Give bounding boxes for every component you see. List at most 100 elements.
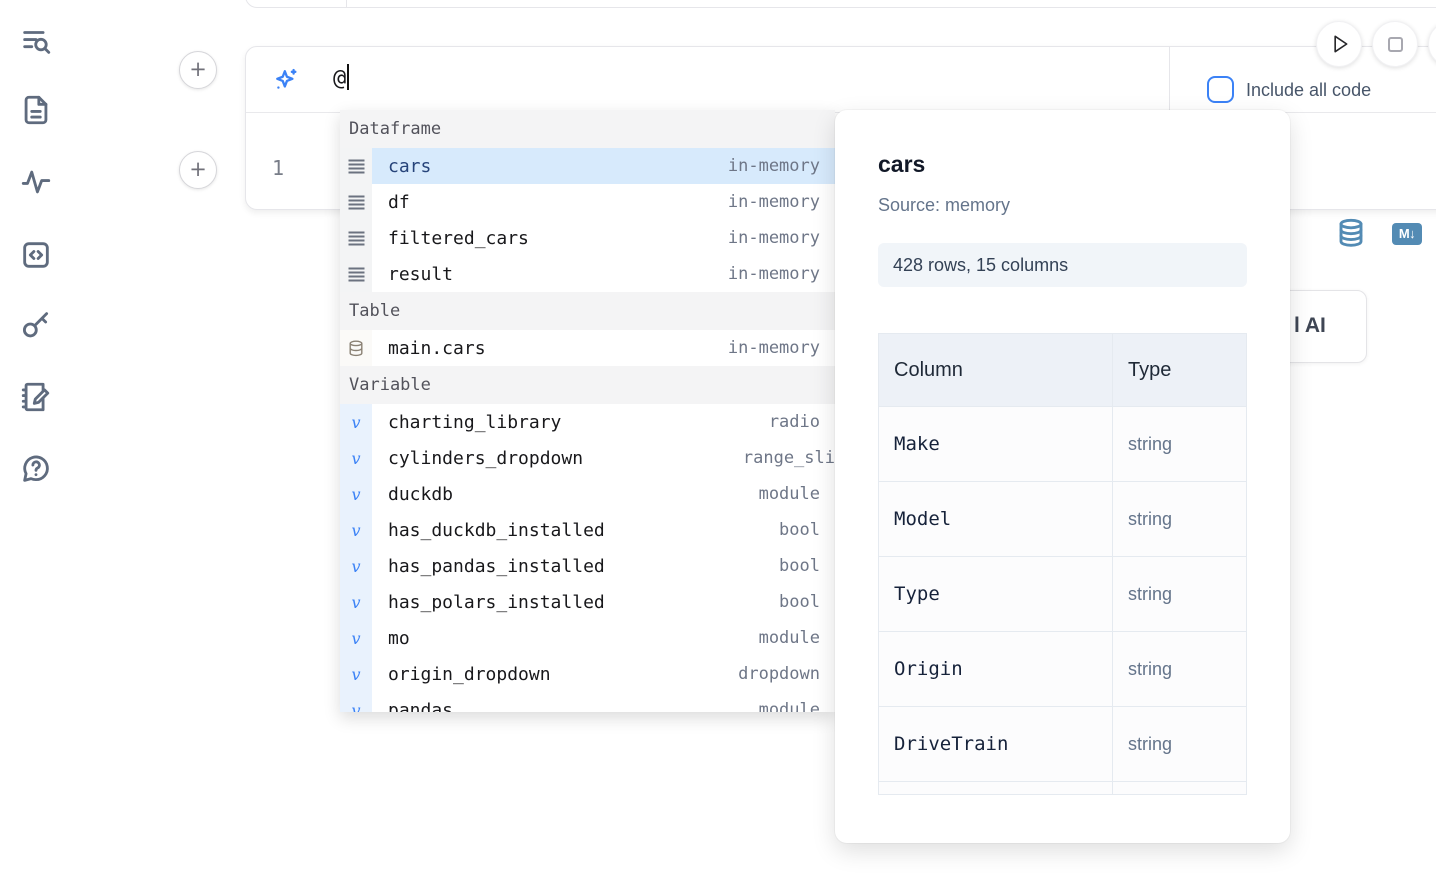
autocomplete-item-origin_dropdown[interactable]: v origin_dropdown dropdown bbox=[340, 656, 835, 692]
autocomplete-item-df[interactable]: df in-memory bbox=[340, 184, 835, 220]
autocomplete-item-main.cars[interactable]: main.cars in-memory bbox=[340, 330, 835, 366]
text-caret bbox=[347, 64, 350, 90]
variable-icon: v bbox=[351, 700, 361, 713]
variable-icon: v bbox=[351, 556, 361, 576]
column-cell: Type bbox=[879, 557, 1113, 631]
stop-icon bbox=[1387, 36, 1403, 52]
type-cell: Type bbox=[1128, 358, 1172, 381]
preview-title: cars bbox=[878, 151, 926, 177]
item-type: bool bbox=[779, 556, 820, 576]
item-type: in-memory bbox=[727, 192, 820, 212]
item-type: module bbox=[758, 628, 820, 648]
autocomplete-section-variable: Variable bbox=[340, 366, 835, 404]
play-icon bbox=[1334, 35, 1348, 53]
variable-icon: v bbox=[351, 520, 361, 540]
previous-cell-divider bbox=[346, 0, 347, 7]
autocomplete-item-has_pandas_installed[interactable]: v has_pandas_installed bool bbox=[340, 548, 835, 584]
item-name: has_duckdb_installed bbox=[388, 519, 605, 541]
item-name: charting_library bbox=[388, 411, 562, 433]
dataframe-icon bbox=[340, 220, 372, 256]
run-cell-button[interactable] bbox=[1316, 21, 1362, 67]
type-cell: string bbox=[1128, 508, 1173, 529]
column-cell: DriveTrain bbox=[879, 707, 1113, 781]
activity-icon[interactable] bbox=[17, 163, 55, 201]
prompt-divider bbox=[1169, 47, 1170, 113]
column-cell bbox=[879, 782, 1113, 794]
table-icon bbox=[340, 330, 372, 366]
item-name: origin_dropdown bbox=[388, 663, 551, 685]
variable-icon: v bbox=[340, 584, 372, 620]
autocomplete-section-table: Table bbox=[340, 292, 835, 330]
autocomplete-item-charting_library[interactable]: v charting_library radio bbox=[340, 404, 835, 440]
item-type: in-memory bbox=[727, 264, 820, 284]
item-type: dropdown bbox=[738, 664, 820, 684]
variable-icon: v bbox=[351, 484, 361, 504]
column-cell: Model bbox=[879, 482, 1113, 556]
stop-cell-button[interactable] bbox=[1372, 21, 1418, 67]
item-type: bool bbox=[779, 520, 820, 540]
help-icon[interactable] bbox=[17, 450, 55, 488]
variable-icon: v bbox=[340, 512, 372, 548]
item-name: pandas bbox=[388, 699, 454, 713]
datasource-icon[interactable] bbox=[1336, 217, 1366, 256]
variable-icon: v bbox=[351, 448, 361, 468]
autocomplete-item-mo[interactable]: v mo module bbox=[340, 620, 835, 656]
file-text-icon[interactable] bbox=[17, 91, 55, 129]
previous-cell-partial bbox=[245, 0, 1436, 8]
list-search-icon[interactable] bbox=[17, 22, 55, 60]
include-all-code-checkbox[interactable] bbox=[1207, 76, 1234, 103]
code-panel-icon[interactable] bbox=[17, 236, 55, 274]
schema-row-Origin: Origin string bbox=[879, 632, 1246, 707]
item-name: main.cars bbox=[388, 337, 486, 359]
variable-icon: v bbox=[340, 620, 372, 656]
ai-button-label: l AI bbox=[1294, 314, 1326, 337]
variable-icon: v bbox=[340, 656, 372, 692]
item-type: in-memory bbox=[727, 338, 820, 358]
item-name: cylinders_dropdown bbox=[388, 447, 584, 469]
type-cell: string bbox=[1128, 658, 1173, 679]
autocomplete-item-pandas[interactable]: v pandas module bbox=[340, 692, 835, 712]
preview-source: Source: memory bbox=[878, 195, 1011, 215]
item-type: module bbox=[758, 484, 820, 504]
column-cell: Make bbox=[879, 407, 1113, 481]
preview-stats-badge: 428 rows, 15 columns bbox=[878, 243, 1247, 287]
autocomplete-section-dataframe: Dataframe bbox=[340, 110, 835, 148]
include-all-code-label: Include all code bbox=[1246, 80, 1372, 100]
variable-icon: v bbox=[340, 404, 372, 440]
item-type: module bbox=[758, 700, 820, 712]
variable-icon: v bbox=[351, 412, 361, 432]
item-name: result bbox=[388, 263, 454, 285]
line-number: 1 bbox=[272, 156, 285, 180]
item-name: df bbox=[388, 191, 410, 213]
item-name: has_pandas_installed bbox=[388, 555, 605, 577]
code-editor[interactable]: 1 M↓ bbox=[246, 113, 1436, 247]
add-cell-above-button[interactable]: + bbox=[179, 51, 217, 89]
item-name: duckdb bbox=[388, 483, 454, 505]
ai-prompt-input[interactable]: @ bbox=[333, 64, 350, 91]
autocomplete-item-duckdb[interactable]: v duckdb module bbox=[340, 476, 835, 512]
variable-icon: v bbox=[351, 592, 361, 612]
autocomplete-item-has_duckdb_installed[interactable]: v has_duckdb_installed bool bbox=[340, 512, 835, 548]
dataframe-icon bbox=[340, 184, 372, 220]
add-cell-below-button[interactable]: + bbox=[179, 151, 217, 189]
scratchpad-icon[interactable] bbox=[17, 378, 55, 416]
variable-icon: v bbox=[340, 476, 372, 512]
variable-icon: v bbox=[340, 440, 372, 476]
markdown-convert-icon[interactable]: M↓ bbox=[1392, 223, 1422, 245]
item-name: cars bbox=[388, 155, 432, 177]
item-type: radio bbox=[768, 412, 820, 432]
autocomplete-item-result[interactable]: result in-memory bbox=[340, 256, 835, 292]
schema-row-Model: Model string bbox=[879, 482, 1246, 557]
item-name: mo bbox=[388, 627, 410, 649]
column-cell: Origin bbox=[879, 632, 1113, 706]
variable-icon: v bbox=[351, 628, 361, 648]
key-icon[interactable] bbox=[17, 306, 55, 344]
